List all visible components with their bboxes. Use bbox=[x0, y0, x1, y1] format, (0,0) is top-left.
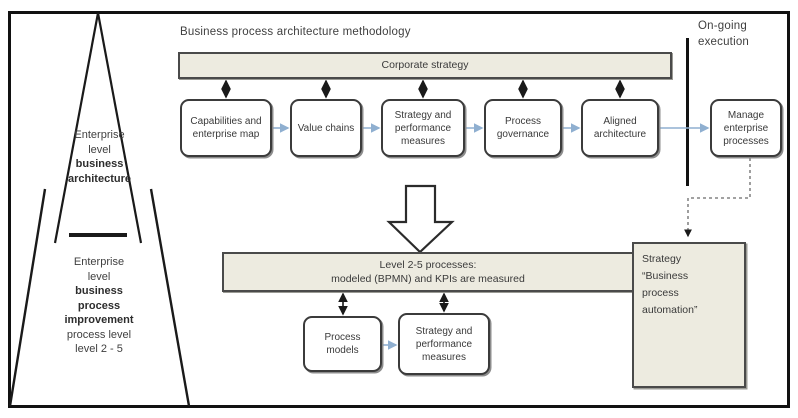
corporate-strategy-label: Corporate strategy bbox=[381, 59, 469, 72]
automation-line2: “Business bbox=[642, 270, 689, 282]
levels-line1: Level 2-5 processes: bbox=[379, 258, 477, 271]
ongoing-execution-title: On-going execution bbox=[698, 20, 750, 48]
box-capabilities-and-enterprise-map[interactable]: Capabilities and enterprise map bbox=[180, 99, 272, 157]
levels-processes-bar: Level 2-5 processes: modeled (BPMN) and … bbox=[222, 252, 634, 292]
pyramid-top-bold1: business bbox=[75, 158, 124, 171]
levels-line2: modeled (BPMN) and KPIs are measured bbox=[331, 273, 525, 285]
box-strategy-business-process-automation[interactable]: Strategy “Business process automation” bbox=[632, 242, 746, 388]
pyramid-bottom-line2: level bbox=[87, 270, 111, 283]
box-strategy-and-performance-measures-2[interactable]: Strategy and performance measures bbox=[398, 313, 490, 375]
pyramid-bottom-tail1: process level bbox=[66, 328, 132, 341]
box-value-chains[interactable]: Value chains bbox=[290, 99, 362, 157]
pyramid-bottom-bold1: business bbox=[75, 285, 123, 298]
corporate-strategy-bar: Corporate strategy bbox=[178, 52, 672, 79]
methodology-title: Business process architecture methodolog… bbox=[180, 26, 411, 38]
box-aligned-architecture[interactable]: Aligned architecture bbox=[581, 99, 659, 157]
pyramid-top-line2: level bbox=[88, 143, 111, 156]
box-strategy-and-performance-measures[interactable]: Strategy and performance measures bbox=[381, 99, 465, 157]
pyramid-bottom-bold2: process bbox=[77, 299, 121, 312]
pyramid-bottom-label: Enterprise level business process improv… bbox=[28, 255, 170, 357]
automation-line4: automation” bbox=[642, 304, 698, 316]
automation-line1: Strategy bbox=[642, 253, 682, 265]
pyramid-top-line1: Enterprise bbox=[74, 129, 125, 141]
box-process-governance[interactable]: Process governance bbox=[484, 99, 562, 157]
pyramid-bottom-line1: Enterprise bbox=[73, 256, 125, 268]
automation-line3: process bbox=[642, 287, 679, 299]
pyramid-top-label: Enterprise level business architecture bbox=[42, 128, 157, 186]
box-process-models[interactable]: Process models bbox=[303, 316, 382, 372]
pyramid-bottom-tail2: level 2 - 5 bbox=[75, 343, 123, 356]
pyramid-bottom-bold3: improvement bbox=[64, 314, 134, 327]
box-manage-enterprise-processes[interactable]: Manage enterprise processes bbox=[710, 99, 782, 157]
pyramid-top-bold2: architecture bbox=[68, 172, 131, 185]
phase-divider bbox=[686, 38, 689, 186]
